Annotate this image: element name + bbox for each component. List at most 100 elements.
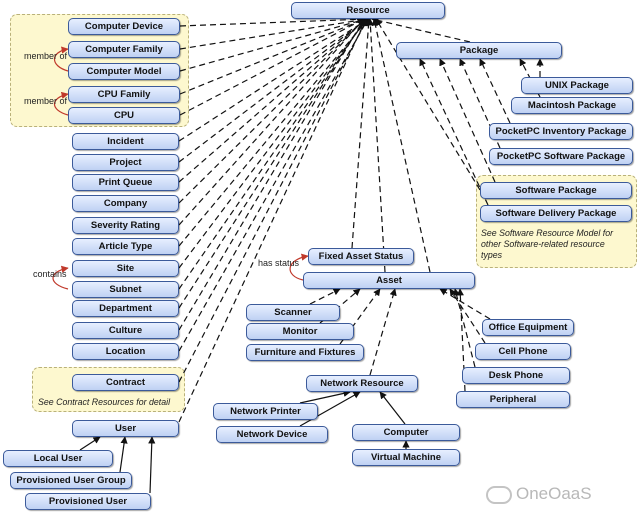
edge-to-resource xyxy=(178,18,365,226)
node-resource: Resource xyxy=(291,2,445,19)
edge-to-resource xyxy=(178,18,366,204)
node-computer-model: Computer Model xyxy=(68,63,180,80)
note-contract: See Contract Resources for detail xyxy=(38,397,171,407)
node-monitor: Monitor xyxy=(246,323,354,340)
node-local-user: Local User xyxy=(3,450,113,467)
node-department: Department xyxy=(72,300,179,317)
relation-contains xyxy=(52,265,69,290)
node-article-type: Article Type xyxy=(72,238,179,255)
edge-fas-resource xyxy=(351,18,373,249)
edge-netdevice xyxy=(299,391,361,427)
edge-to-package xyxy=(419,58,489,206)
node-culture: Culture xyxy=(72,322,179,339)
node-virtual-machine: Virtual Machine xyxy=(352,449,460,466)
node-pocketpc-inventory-package: PocketPC Inventory Package xyxy=(489,123,633,140)
node-network-resource: Network Resource xyxy=(306,375,418,392)
edge-to-asset xyxy=(449,288,486,344)
node-computer-device: Computer Device xyxy=(68,18,180,35)
node-peripheral: Peripheral xyxy=(456,391,570,408)
edge-to-asset xyxy=(456,288,466,392)
edge-to-asset xyxy=(439,288,491,320)
edge-to-asset xyxy=(369,288,397,376)
edge-to-resource xyxy=(179,17,367,72)
node-company: Company xyxy=(72,195,179,212)
chat-bubble-icon xyxy=(486,485,512,504)
node-computer-family: Computer Family xyxy=(68,41,180,58)
edge-to-resource xyxy=(178,18,365,331)
edge-to-package xyxy=(459,58,501,149)
edge-to-resource xyxy=(178,18,369,352)
node-site: Site xyxy=(72,260,179,277)
edge-to-resource xyxy=(179,18,366,95)
node-location: Location xyxy=(72,343,179,360)
node-provisioned-user-group: Provisioned User Group xyxy=(10,472,132,489)
edge-provuser xyxy=(148,436,156,494)
node-software-delivery-package: Software Delivery Package xyxy=(480,205,632,222)
edge-netprinter xyxy=(299,389,351,404)
edge-to-resource xyxy=(179,15,369,27)
edge-to-package xyxy=(439,58,496,183)
node-provisioned-user: Provisioned User xyxy=(25,493,151,510)
edge-to-resource xyxy=(178,18,367,290)
edge-to-resource xyxy=(178,18,367,183)
relation-has-status xyxy=(289,253,309,281)
edge-to-resource xyxy=(178,18,369,247)
edge-to-resource xyxy=(178,18,367,423)
node-unix-package: UNIX Package xyxy=(521,77,633,94)
watermark: OneOaaS xyxy=(486,484,592,504)
node-project: Project xyxy=(72,154,179,171)
node-software-package: Software Package xyxy=(480,182,632,199)
node-package: Package xyxy=(396,42,562,59)
node-network-device: Network Device xyxy=(216,426,328,443)
edge-to-resource xyxy=(178,18,368,269)
node-computer: Computer xyxy=(352,424,460,441)
edge-to-package xyxy=(479,58,511,124)
node-furniture-and-fixtures: Furniture and Fixtures xyxy=(246,344,364,361)
edge-to-resource xyxy=(178,18,369,142)
node-scanner: Scanner xyxy=(246,304,340,321)
edge-to-resource xyxy=(179,16,368,50)
edge-to-asset xyxy=(319,288,361,324)
relation-member-of-1 xyxy=(53,46,69,72)
relation-edges xyxy=(52,46,309,290)
edge-asset-resource-2 xyxy=(371,18,431,273)
note-software: See Software Resource Model for other So… xyxy=(481,228,614,260)
node-asset: Asset xyxy=(303,272,475,289)
edge-provgroup xyxy=(119,436,128,473)
inheritance-edges xyxy=(79,15,544,494)
node-subnet: Subnet xyxy=(72,281,179,298)
watermark-text: OneOaaS xyxy=(516,484,592,503)
node-print-queue: Print Queue xyxy=(72,174,179,191)
edge-to-asset xyxy=(453,288,476,368)
node-contract: Contract xyxy=(72,374,179,391)
node-user: User xyxy=(72,420,179,437)
node-desk-phone: Desk Phone xyxy=(462,367,570,384)
node-cpu-family: CPU Family xyxy=(68,86,180,103)
label-member-of-1: member of xyxy=(24,51,68,61)
edge-to-resource xyxy=(178,18,368,383)
edge-to-asset xyxy=(309,288,341,305)
edge-to-resource xyxy=(179,18,365,116)
edge-localuser xyxy=(79,436,101,451)
label-member-of-2: member of xyxy=(24,96,68,106)
node-cpu: CPU xyxy=(68,107,180,124)
node-pocketpc-software-package: PocketPC Software Package xyxy=(489,148,633,165)
node-cell-phone: Cell Phone xyxy=(475,343,571,360)
relation-member-of-2 xyxy=(53,91,69,116)
node-incident: Incident xyxy=(72,133,179,150)
label-contains: contains xyxy=(33,269,67,279)
node-network-printer: Network Printer xyxy=(213,403,318,420)
edge-softpkg-resource xyxy=(375,18,481,191)
edge-computer xyxy=(379,391,406,425)
edge-asset-resource xyxy=(366,18,386,273)
node-office-equipment: Office Equipment xyxy=(482,319,574,336)
label-has-status: has status xyxy=(258,258,300,268)
edge-to-resource xyxy=(178,18,366,309)
edge-package-resource xyxy=(371,16,471,43)
edge-to-resource xyxy=(178,18,368,163)
node-fixed-asset-status: Fixed Asset Status xyxy=(308,248,414,265)
node-severity-rating: Severity Rating xyxy=(72,217,179,234)
node-macintosh-package: Macintosh Package xyxy=(511,97,633,114)
